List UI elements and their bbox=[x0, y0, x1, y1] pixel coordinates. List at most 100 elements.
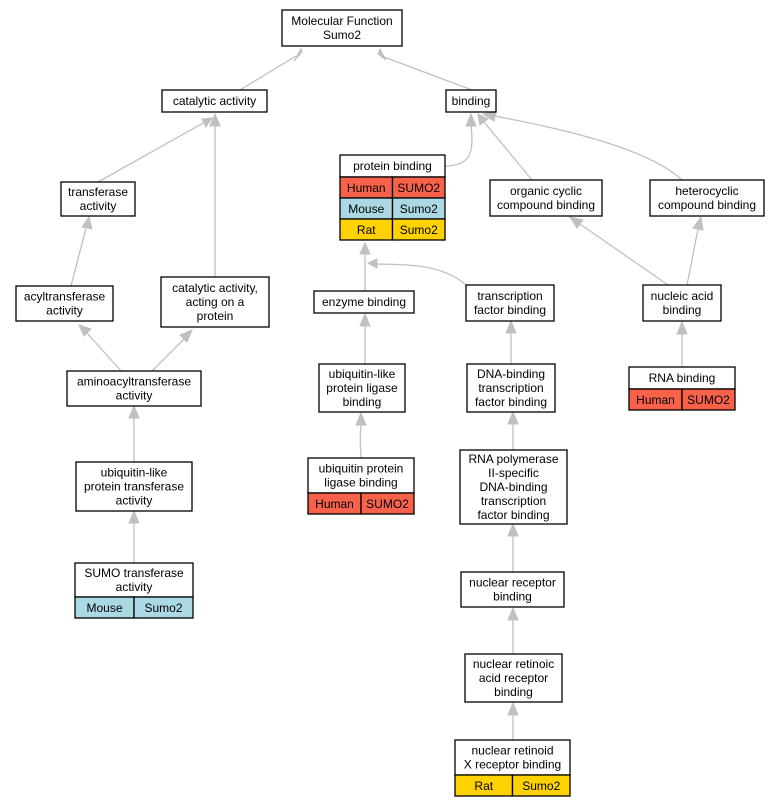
edge-line bbox=[97, 121, 206, 183]
edge-nuclear-receptor-binding-to-rna-pol-ii-specific-dna-binding-tf-binding bbox=[507, 522, 519, 572]
edge-line bbox=[239, 55, 297, 91]
node-label-line: transferase bbox=[68, 185, 128, 199]
edge-arrowhead bbox=[507, 701, 519, 716]
node-label-line: binding bbox=[493, 590, 532, 604]
node-enzyme-binding[interactable]: enzyme binding bbox=[313, 290, 415, 314]
node-label-line: DNA-binding bbox=[477, 367, 545, 381]
gene-cell bbox=[511, 774, 571, 797]
node-label-line: compound binding bbox=[497, 198, 595, 212]
node-label-line: nuclear retinoid bbox=[471, 744, 553, 758]
gene-label: Sumo2 bbox=[400, 223, 438, 237]
node-label-line: binding bbox=[452, 94, 491, 108]
edge-enzyme-binding-to-protein-binding bbox=[359, 241, 371, 291]
edge-arrowhead bbox=[81, 215, 93, 230]
node-label-line: SUMO transferase bbox=[84, 566, 184, 580]
species-label: Human bbox=[636, 393, 675, 407]
edge-line bbox=[686, 228, 699, 286]
edge-protein-binding-to-binding bbox=[444, 112, 477, 167]
node-label-line: acyltransferase bbox=[24, 290, 106, 304]
edge-ubiquitin-like-protein-ligase-binding-to-enzyme-binding bbox=[359, 312, 371, 364]
node-catalytic-activity[interactable]: catalytic activity bbox=[161, 89, 268, 113]
node-label-line: Sumo2 bbox=[323, 28, 361, 42]
gene-label: Sumo2 bbox=[400, 202, 438, 216]
node-label-line: binding bbox=[663, 303, 702, 317]
node-label-line: nucleic acid bbox=[651, 289, 714, 303]
node-label-line: X receptor binding bbox=[464, 758, 561, 772]
node-label-line: activity bbox=[46, 304, 83, 318]
node-label-line: II-specific bbox=[488, 466, 539, 480]
node-label-line: aminoacyltransferase bbox=[77, 375, 191, 389]
edge-arrowhead bbox=[692, 215, 704, 231]
edge-line bbox=[444, 125, 473, 167]
node-label-line: protein ligase bbox=[326, 381, 398, 395]
node-box bbox=[489, 179, 603, 217]
node-label-line: acid receptor bbox=[479, 671, 548, 685]
node-label-line: acting on a bbox=[186, 295, 245, 309]
node-label-line: activity bbox=[116, 580, 153, 594]
edge-line bbox=[375, 263, 467, 286]
gene-cell bbox=[681, 388, 736, 411]
edge-line bbox=[483, 121, 533, 181]
edges-layer bbox=[70, 47, 704, 740]
edge-arrowhead bbox=[78, 324, 92, 337]
node-rna-pol-ii-specific-dna-binding-tf-binding[interactable]: RNA polymeraseII-specificDNA-bindingtran… bbox=[459, 449, 568, 525]
edge-line bbox=[151, 338, 185, 372]
edge-arrowhead bbox=[128, 509, 140, 524]
edge-arrowhead bbox=[366, 258, 378, 269]
node-label-line: factor binding bbox=[475, 395, 547, 409]
node-box bbox=[313, 290, 415, 314]
edge-rna-binding-to-nucleic-acid-binding bbox=[676, 320, 688, 367]
node-label-line: transcription bbox=[477, 289, 542, 303]
edge-transferase-activity-to-catalytic-activity bbox=[97, 117, 214, 183]
edge-nuclear-retinoid-x-receptor-binding-to-nuclear-retinoic-acid-receptor-binding bbox=[507, 701, 519, 740]
edge-nucleic-acid-binding-to-organic-cyclic-compound-binding bbox=[568, 216, 669, 286]
gene-label: SUMO2 bbox=[397, 181, 440, 195]
node-label-line: activity bbox=[80, 199, 117, 213]
edge-catalytic-activity-on-protein-to-catalytic-activity bbox=[209, 112, 221, 277]
edge-arrowhead bbox=[477, 113, 489, 126]
node-label-line: ligase binding bbox=[324, 476, 397, 490]
node-box bbox=[445, 89, 497, 113]
gene-label: SUMO2 bbox=[366, 497, 409, 511]
node-label-line: factor binding bbox=[474, 303, 546, 317]
node-label-line: Molecular Function bbox=[291, 14, 392, 28]
node-label-line: RNA binding bbox=[649, 371, 716, 385]
edge-line bbox=[493, 115, 683, 181]
edge-arrowhead bbox=[568, 216, 584, 229]
annotation-row-mouse: Mouse Sumo2 bbox=[339, 197, 446, 220]
edge-arrowhead bbox=[201, 117, 214, 128]
node-label-line: binding bbox=[494, 685, 533, 699]
node-box bbox=[465, 284, 555, 322]
species-label: Mouse bbox=[348, 202, 384, 216]
node-label-line: ubiquitin protein bbox=[319, 462, 404, 476]
node-binding[interactable]: binding bbox=[445, 89, 497, 113]
node-label-line: protein transferase bbox=[84, 480, 184, 494]
edge-aminoacyltransferase-activity-to-catalytic-activity-on-protein bbox=[151, 329, 193, 372]
edge-nuclear-retinoic-acid-receptor-binding-to-nuclear-receptor-binding bbox=[507, 606, 519, 654]
node-label-line: enzyme binding bbox=[322, 295, 406, 309]
node-box bbox=[466, 363, 556, 413]
